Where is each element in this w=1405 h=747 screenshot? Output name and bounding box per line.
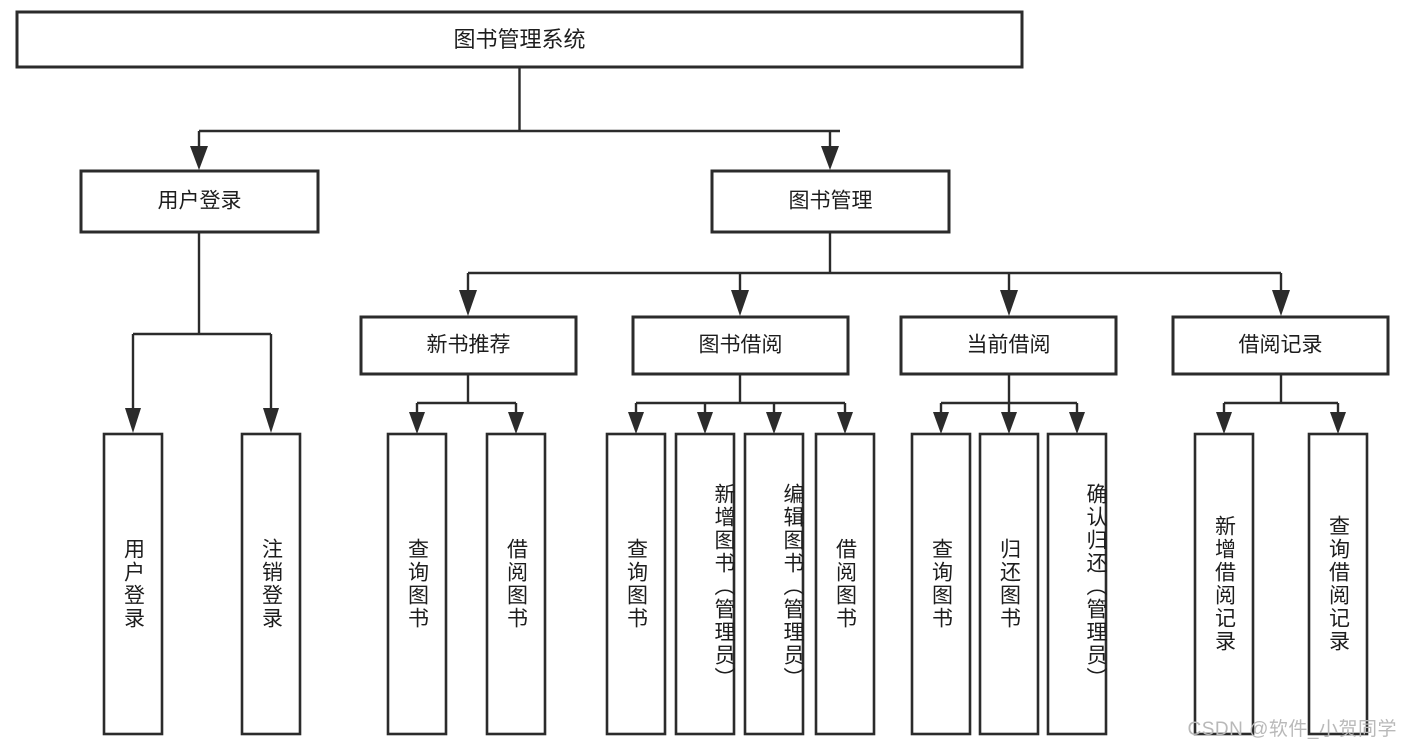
arrow-head-bb-leaf2 (697, 412, 713, 434)
leaf-box-add-borrow-record[interactable] (1193, 432, 1255, 736)
arrow-head-leaf-logout (263, 408, 279, 433)
connector-group-new-books (409, 374, 524, 434)
node-book-borrow-box[interactable] (631, 315, 850, 376)
arrow-head-nb-leaf2 (508, 412, 524, 434)
node-new-book-recommend-box[interactable] (359, 315, 578, 376)
node-user-login[interactable]: 用户登录 (79, 169, 320, 234)
leaf-box-query-book-3[interactable] (910, 432, 972, 736)
arrow-head-br-leaf1 (1216, 412, 1232, 434)
leaf-box-user-login[interactable] (102, 432, 164, 736)
arrow-head-cb-leaf1 (933, 412, 949, 434)
arrow-head-br-leaf2 (1330, 412, 1346, 434)
node-new-book-recommend-label: 新书推荐 (427, 334, 511, 357)
node-root-label: 图书管理系统 (453, 27, 585, 52)
node-new-book-recommend[interactable]: 新书推荐 (359, 315, 578, 376)
node-borrow-record[interactable]: 借阅记录 (1171, 315, 1390, 376)
node-borrow-record-box[interactable] (1171, 315, 1390, 376)
arrow-head-bb-leaf3 (766, 412, 782, 434)
node-root[interactable]: 图书管理系统 (15, 10, 1024, 69)
arrow-head-book-borrow (731, 290, 749, 316)
node-current-borrow[interactable]: 当前借阅 (899, 315, 1118, 376)
connector-group-borrow-record (1216, 374, 1346, 434)
node-root-box[interactable] (15, 10, 1024, 69)
connector-group-book-borrow (628, 374, 853, 434)
node-user-login-label: 用户登录 (158, 190, 242, 213)
leaf-box-borrow-book-1[interactable] (485, 432, 547, 736)
arrow-head-bb-leaf4 (837, 412, 853, 434)
node-current-borrow-box[interactable] (899, 315, 1118, 376)
arrow-head-cb-leaf2 (1001, 412, 1017, 434)
leaf-box-query-book-1[interactable] (386, 432, 448, 736)
arrow-head-cb-leaf3 (1069, 412, 1085, 434)
arrow-head-nb-leaf1 (409, 412, 425, 434)
connector-group-user-login (125, 232, 279, 433)
node-borrow-record-label: 借阅记录 (1239, 334, 1323, 357)
node-current-borrow-label: 当前借阅 (967, 334, 1051, 357)
node-user-login-box[interactable] (79, 169, 320, 234)
node-book-borrow[interactable]: 图书借阅 (631, 315, 850, 376)
arrow-head-leaf-user-login (125, 408, 141, 433)
node-book-management-box[interactable] (710, 169, 951, 234)
connector-group-book-mgmt (459, 232, 1290, 316)
leaf-box-confirm-return-admin[interactable] (1046, 432, 1108, 736)
leaf-box-query-book-2[interactable] (605, 432, 667, 736)
leaf-box-add-book-admin[interactable] (674, 432, 736, 736)
arrow-head-user-login (190, 146, 208, 170)
leaf-box-borrow-book-2[interactable] (814, 432, 876, 736)
arrow-head-borrow-record (1272, 290, 1290, 316)
watermark-text: CSDN @软件_小贺同学 (1187, 719, 1397, 740)
leaf-box-return-book[interactable] (978, 432, 1040, 736)
leaf-node-group (102, 432, 1369, 736)
node-book-management[interactable]: 图书管理 (710, 169, 951, 234)
connector-group-root (190, 67, 840, 170)
leaf-box-edit-book-admin[interactable] (743, 432, 805, 736)
arrow-head-book-mgmt (821, 146, 839, 170)
arrow-head-current-borrow (1000, 290, 1018, 316)
node-book-management-label: 图书管理 (789, 190, 873, 213)
arrow-head-new-books (459, 290, 477, 316)
connector-group-current-borrow (933, 374, 1085, 434)
leaf-box-query-borrow-record[interactable] (1307, 432, 1369, 736)
leaf-box-logout[interactable] (240, 432, 302, 736)
arrow-head-bb-leaf1 (628, 412, 644, 434)
node-book-borrow-label: 图书借阅 (699, 334, 783, 357)
